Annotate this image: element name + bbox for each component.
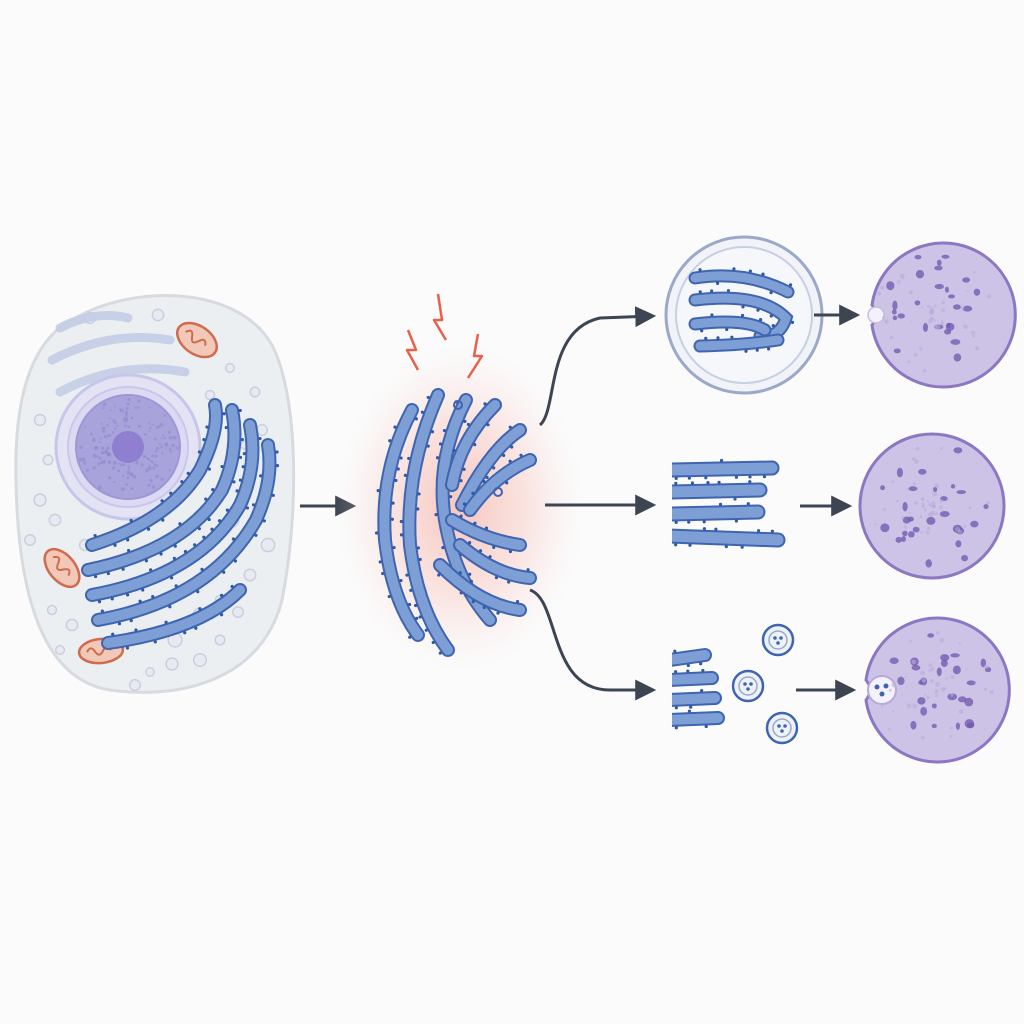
lysosome-icon — [866, 618, 1009, 762]
er-vesicle — [767, 713, 797, 743]
er-vesicle — [763, 625, 793, 655]
er-fragment-icon — [670, 650, 718, 730]
nucleolus — [112, 431, 144, 463]
pathway-3 — [670, 618, 1009, 762]
pathway-2 — [670, 434, 1004, 578]
lysosome-icon — [860, 434, 1004, 578]
er-vesicles-icon — [733, 625, 797, 743]
autophagosome-icon — [666, 237, 822, 393]
healthy-cell — [16, 296, 294, 693]
er-fragment-icon — [670, 459, 778, 549]
er-vesicle — [733, 671, 763, 701]
pathway-1 — [666, 237, 1015, 393]
lysosome-icon — [868, 243, 1015, 387]
